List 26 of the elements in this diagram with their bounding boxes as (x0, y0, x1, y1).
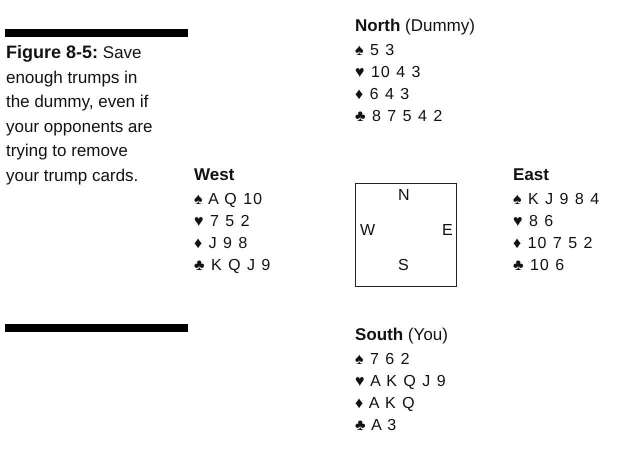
compass-letter: W (360, 222, 376, 240)
card-holding: ♦ 10 7 5 2 (513, 235, 594, 253)
card-holding: ♦ J 9 8 (194, 235, 248, 253)
compass-letter: S (398, 257, 409, 275)
card-holding: ♠ K J 9 8 4 (513, 191, 600, 209)
compass-box (355, 183, 457, 287)
card-holding: ♣ 10 6 (513, 257, 566, 275)
figure-caption: Figure 8-5: Save enough trumps in the dummy, even if your opponents are trying to remove your trump cards. (6, 41, 154, 186)
hand-heading: South (You) (355, 325, 448, 345)
compass-letter: N (398, 187, 410, 205)
card-holding: ♠ A Q 10 (194, 191, 263, 209)
card-holding: ♥ A K Q J 9 (355, 373, 447, 391)
hand-heading: East (513, 165, 549, 185)
card-holding: ♦ A K Q (355, 395, 416, 413)
card-holding: ♠ 7 6 2 (355, 351, 411, 369)
compass-letter: E (442, 222, 453, 240)
card-holding: ♣ A 3 (355, 417, 398, 435)
card-holding: ♥ 10 4 3 (355, 64, 422, 82)
card-holding: ♥ 7 5 2 (194, 213, 251, 231)
hand-heading: West (194, 165, 234, 185)
hand-heading: North (Dummy) (355, 16, 475, 36)
card-holding: ♠ 5 3 (355, 42, 396, 60)
card-holding: ♣ K Q J 9 (194, 257, 272, 275)
card-holding: ♥ 8 6 (513, 213, 554, 231)
card-holding: ♦ 6 4 3 (355, 86, 410, 104)
card-holding: ♣ 8 7 5 4 2 (355, 108, 444, 126)
